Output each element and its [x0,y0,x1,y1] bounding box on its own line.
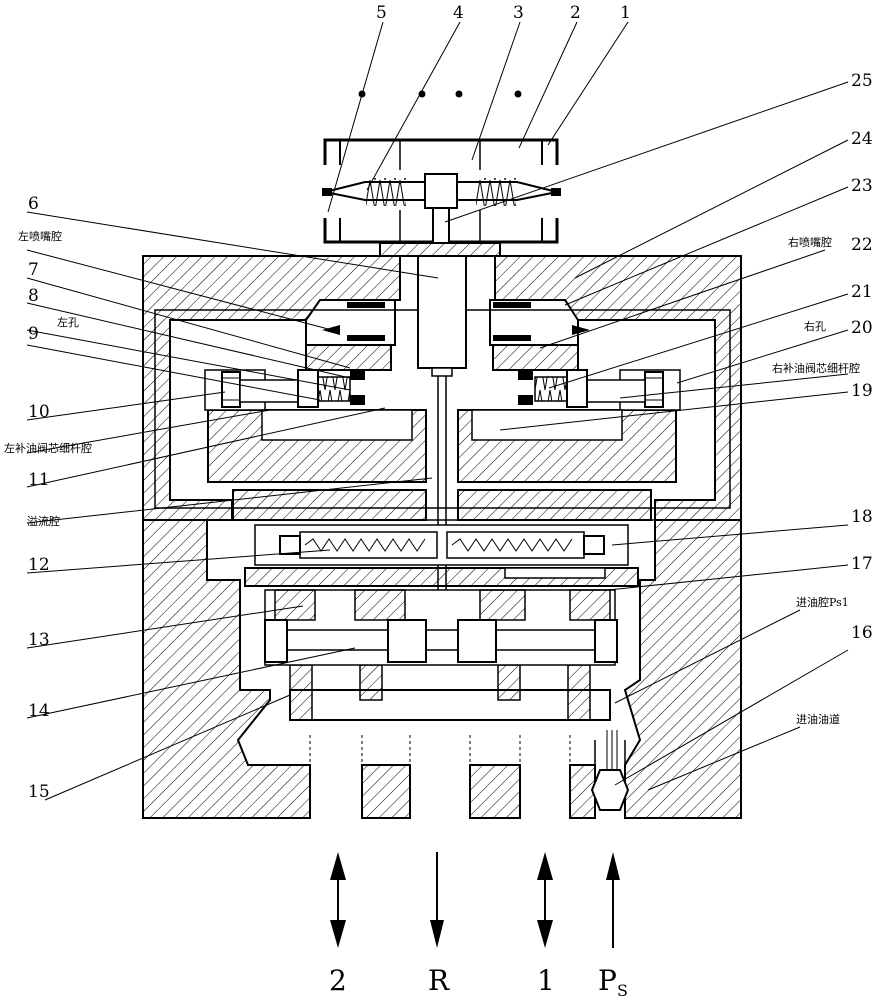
label-16: 16 [851,623,873,643]
port-labels: 2 R 1 P S [329,964,628,1000]
label-4: 4 [453,3,464,23]
torque-motor [322,90,561,244]
nozzle-chambers [305,299,590,346]
label-20: 20 [851,318,873,338]
label-22: 22 [851,235,873,255]
label-13: 13 [28,630,50,650]
label-10: 10 [28,402,50,422]
label-17: 17 [851,554,873,574]
label-2: 2 [570,3,581,23]
middle-bar-right [457,489,652,521]
port-label-2: 2 [329,964,347,997]
label-5: 5 [376,3,387,23]
label-overflow-chamber: 溢流腔 [27,514,60,528]
port-label-p: P [598,964,617,997]
inlet-channel [309,730,630,811]
spring-chamber [244,524,639,587]
label-25: 25 [851,71,873,91]
label-23: 23 [851,176,873,196]
lower-port-block-1 [361,764,411,819]
sleeve-land-4 [567,664,591,721]
main-spool [264,589,618,666]
label-3: 3 [513,3,524,23]
lower-body-left [142,519,311,819]
label-right-rod-chamber: 右补油阀芯细杆腔 [772,361,860,375]
label-1: 1 [620,3,631,23]
chamber-labels: 左喷嘴腔 右喷嘴腔 左孔 右孔 左补油阀芯细杆腔 右补油阀芯细杆腔 溢流腔 进油… [4,229,860,726]
label-inlet-chamber: 进油腔Ps1 [796,595,849,609]
label-12: 12 [28,555,50,575]
label-11: 11 [28,470,50,490]
label-inlet-channel: 进油油道 [796,712,840,726]
port-label-1: 1 [537,964,555,997]
sleeve-land-2 [359,664,383,701]
label-left-hole: 左孔 [57,316,79,329]
label-19: 19 [851,381,873,401]
part-numbers: 1 2 3 4 5 25 24 23 22 21 20 19 18 17 16 … [28,3,873,802]
label-6: 6 [28,194,39,214]
leader-lines [26,21,849,801]
port-2-arrow [330,852,346,948]
label-8: 8 [28,286,39,306]
compensation-valves [221,369,664,441]
label-right-nozzle-chamber: 右喷嘴腔 [788,235,832,249]
label-15: 15 [28,782,50,802]
port-ps-arrow [606,852,620,948]
sleeve-lower [289,689,611,721]
lower-port-block-2 [469,764,521,819]
label-left-rod-chamber: 左补油阀芯细杆腔 [4,441,92,455]
sleeve-land-3 [497,664,521,701]
middle-bar-left [232,489,427,521]
sleeve-land-1 [289,664,313,721]
label-right-hole: 右孔 [804,319,826,333]
label-left-nozzle-chamber: 左喷嘴腔 [18,229,62,243]
label-7: 7 [28,260,39,280]
lower-port-block-3 [569,764,596,819]
mid-plate-right [492,344,579,371]
mid-plate-left [305,344,392,371]
label-14: 14 [28,701,50,721]
port-arrows [330,852,620,948]
port-label-r: R [428,964,450,997]
label-9: 9 [28,324,39,344]
port-1-arrow [537,852,553,948]
label-18: 18 [851,507,873,527]
port-label-s-subscript: S [617,981,628,1000]
label-21: 21 [851,282,873,302]
port-r-arrow [430,852,444,948]
flapper-assembly [379,242,501,661]
label-24: 24 [851,129,873,149]
